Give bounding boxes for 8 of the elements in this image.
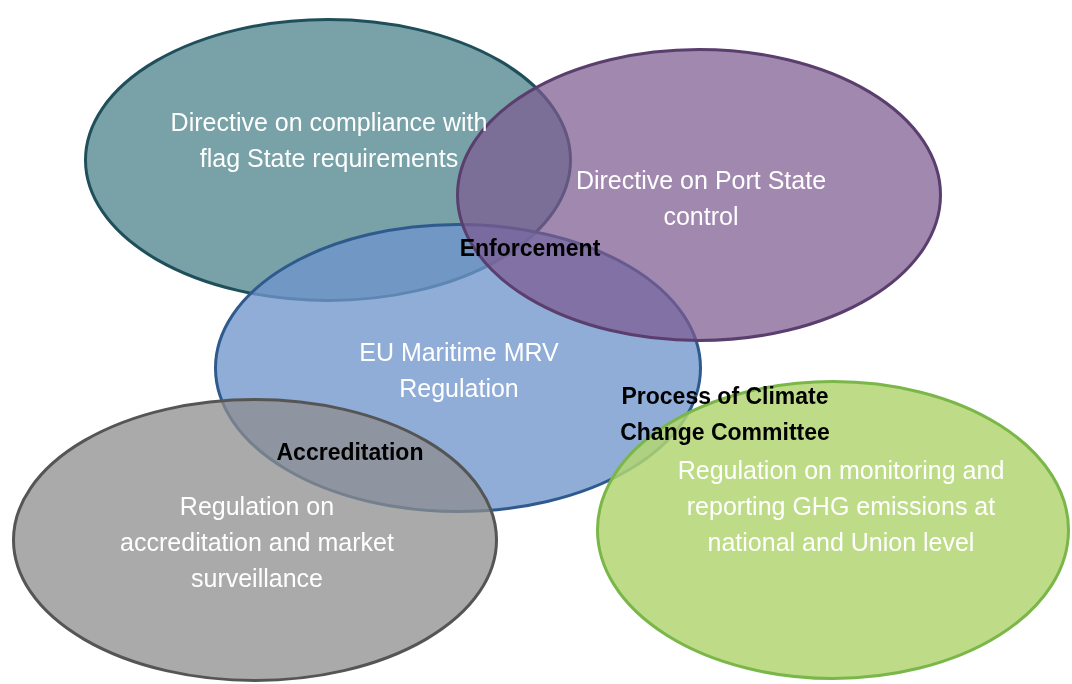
ellipse-label: Directive on compliance with flag State requirements <box>169 107 489 174</box>
ellipse-label: Regulation on accreditation and market surveillance <box>119 491 395 594</box>
ellipse-label: Directive on Port State control <box>574 165 828 232</box>
overlap-label: Enforcement <box>458 234 602 263</box>
overlap-label: Accreditation <box>275 438 425 467</box>
ellipse-label: Regulation on monitoring and reporting GHG emissions at national and Union level <box>676 455 1006 558</box>
overlap-label: Process of Climate Change Committee <box>619 382 831 447</box>
ellipse-label: EU Maritime MRV Regulation <box>358 337 560 404</box>
